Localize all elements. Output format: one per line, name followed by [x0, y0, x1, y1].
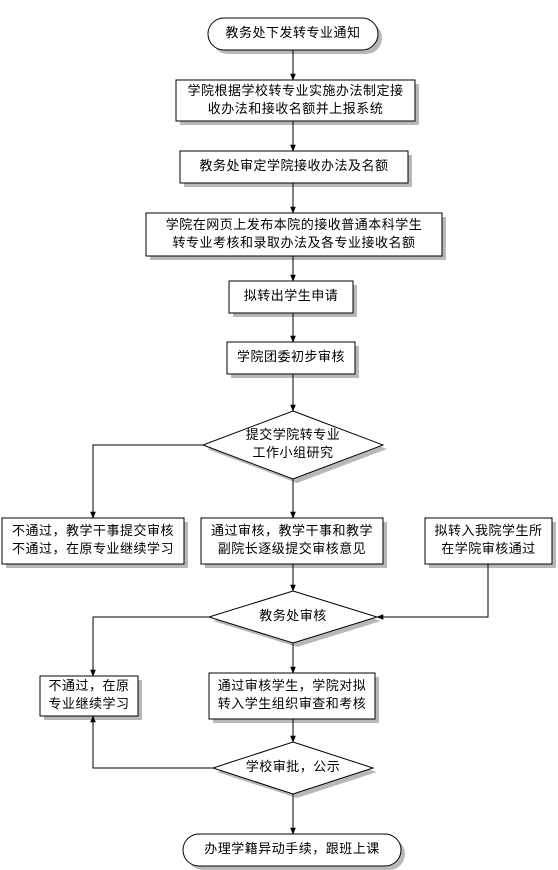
office-review-method-label: 教务处审定学院接收办法及名额: [199, 159, 389, 174]
office-review-method-box: [179, 150, 409, 184]
end-label: 办理学籍异动手续，跟班上课: [204, 842, 380, 857]
fail-second-label: 不通过，在原 专业继续学习: [48, 679, 130, 712]
league-review-box: [226, 341, 356, 375]
school-approve-label: 学校审批，公示: [245, 760, 341, 775]
arrow-approve-to-fail-second: [90, 715, 213, 769]
office-review-label: 教务处审核: [259, 609, 327, 624]
group-study-label: 提交学院转专业 工作小组研究: [245, 428, 341, 461]
student-apply-label: 拟转出学生申请: [243, 289, 339, 304]
league-review-label: 学院团委初步审核: [236, 350, 345, 365]
transfer-in-pass-box: [424, 517, 553, 565]
fail-first-box: [1, 517, 185, 565]
transfer-in-pass-label: 拟转入我院学生所 在学院审核通过: [434, 524, 543, 557]
arrow-transfer-in-to-office: [376, 564, 489, 620]
pass-second-box: [208, 672, 376, 720]
college-publish-box: [145, 212, 443, 257]
college-formulate-label: 学院根据学校转专业实施办法制定接 收办法和接收名额并上报系统: [187, 83, 404, 117]
pass-first-label: 通过审核，教学干事和教学 副院长逐级提交审核意见: [210, 524, 373, 557]
pass-second-label: 通过审核学生，学院对拟 转入学生组织审查和考核: [217, 679, 367, 712]
college-formulate-box: [175, 79, 416, 122]
college-publish-label: 学院在网页上发布本院的接收普通本科学生 转专业考核和录取办法及各专业接收名额: [165, 217, 423, 251]
fail-first-label: 不通过，教学干事提交审核 不通过，在原专业继续学习: [11, 524, 174, 557]
start-label: 教务处下发转专业通知: [225, 26, 361, 41]
arrow-office-to-fail-second: [90, 616, 209, 677]
arrow-group-to-fail-first: [90, 444, 203, 519]
student-apply-box: [228, 280, 354, 314]
pass-first-box: [200, 517, 384, 565]
fail-second-box: [39, 675, 139, 717]
